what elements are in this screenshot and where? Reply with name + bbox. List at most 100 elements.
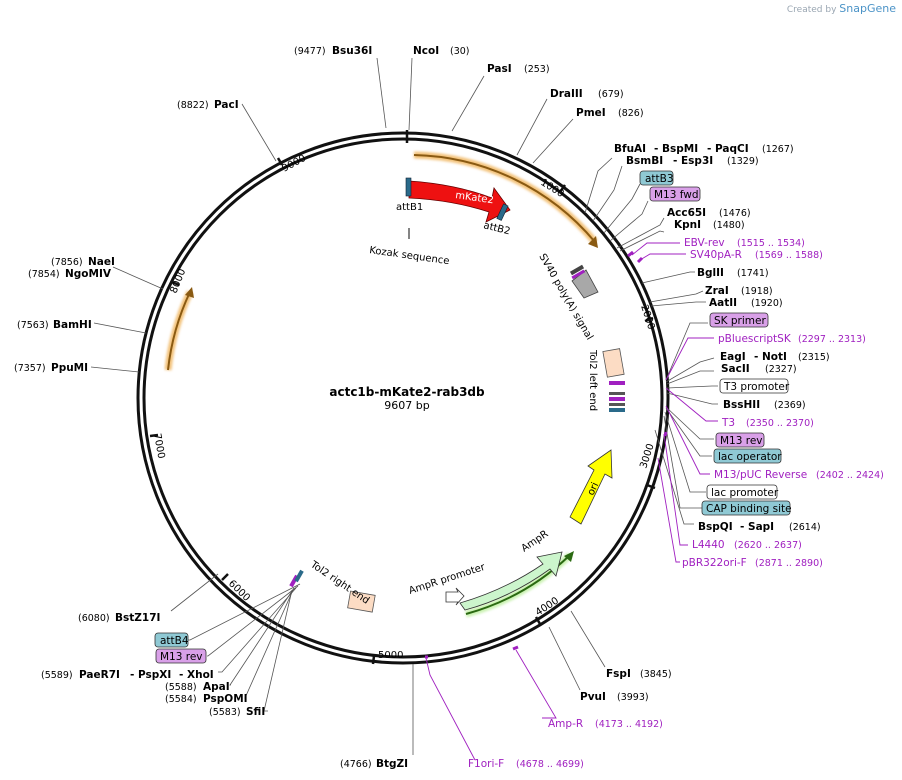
site-coord: (7854) — [28, 269, 60, 280]
site-coord: (5588) — [165, 682, 197, 693]
site-name: SacII — [721, 363, 750, 375]
tick-label: 7000 — [151, 433, 166, 460]
tol2-left-feature: Tol2 left end — [587, 348, 625, 412]
site-name: - NotI — [754, 351, 787, 363]
boxed-label: SK primer — [714, 315, 766, 327]
primer-coord: (4678 .. 4699) — [516, 759, 584, 770]
primer-name: F1ori-F — [468, 758, 504, 770]
site-name: PmeI — [576, 107, 606, 119]
site-name: PasI — [487, 63, 512, 75]
site-name: - PspXI — [130, 669, 171, 681]
plasmid-name: actc1b-mKate2-rab3db — [329, 385, 485, 399]
primer-name: EBV-rev — [684, 237, 725, 249]
boxed-label: CAP binding site — [706, 503, 792, 515]
site-name: BssHII — [723, 399, 760, 411]
site-name: PvuI — [580, 691, 606, 703]
credit-prefix: Created by — [786, 5, 837, 15]
site-name: BsmBI — [626, 155, 663, 167]
site-name: - Esp3I — [673, 155, 713, 167]
boxed-label: lac promoter — [711, 487, 779, 499]
site-name: BspQI — [698, 521, 733, 533]
orf-arc-left — [164, 287, 194, 371]
tol2-right-label: Tol2 right end — [307, 559, 371, 607]
site-name: BamHI — [53, 319, 92, 331]
site-coord: (2315) — [798, 352, 830, 363]
primer-name: SV40pA-R — [690, 249, 742, 261]
site-name: NaeI — [88, 256, 115, 268]
primer-name: pBR322ori-F — [682, 557, 747, 569]
ampr-promoter-label: AmpR promoter — [408, 562, 488, 597]
ampr-feature: AmpR AmpR promoter — [408, 529, 563, 611]
site-name: NgoMIV — [65, 268, 112, 280]
site-name: AatII — [709, 297, 737, 309]
snapgene-logo: SnapGene — [839, 2, 896, 15]
attb2-label: attB2 — [482, 220, 511, 237]
site-coord: (5589) — [41, 670, 73, 681]
site-coord: (7856) — [51, 257, 83, 268]
site-coord: (7357) — [14, 363, 46, 374]
site-name: PaeR7I — [79, 669, 120, 681]
primer-coord: (1569 .. 1588) — [755, 250, 823, 261]
primer-name: Amp-R — [548, 718, 583, 730]
primer-name: pBluescriptSK — [718, 333, 792, 345]
site-coord: (679) — [598, 89, 624, 100]
site-name: DraIII — [550, 88, 583, 100]
site-coord: (1267) — [762, 144, 794, 155]
site-coord: (826) — [618, 108, 644, 119]
boxed-labels: attB3 M13 fwd SK primer T3 promoter M13 … — [154, 170, 792, 664]
boxed-label: attB3 — [645, 173, 674, 185]
snapgene-credit: Created by SnapGene — [787, 2, 896, 15]
site-name: NcoI — [413, 45, 439, 57]
attb1-label: attB1 — [396, 202, 423, 213]
site-name: ZraI — [705, 285, 729, 297]
site-name: Bsu36I — [332, 45, 372, 57]
primer-coord: (1515 .. 1534) — [737, 238, 805, 249]
boxed-label: T3 promoter — [723, 381, 790, 393]
primer-name: M13/pUC Reverse — [714, 469, 807, 481]
site-labels: (9477) Bsu36I NcoI (30) PasI (253) DraII… — [14, 45, 830, 770]
primer-lines — [425, 242, 718, 761]
primer-name: T3 — [721, 417, 735, 429]
ori-feature: ori — [569, 449, 613, 525]
site-name: Acc65I — [667, 207, 706, 219]
site-coord: (1480) — [713, 220, 745, 231]
boxed-label: lac operator — [718, 451, 782, 463]
ori-label: ori — [586, 481, 601, 497]
primer-coord: (4173 .. 4192) — [595, 719, 663, 730]
site-name: - PaqCI — [707, 143, 749, 155]
site-name: BfuAI — [614, 143, 646, 155]
primer-marks — [425, 250, 668, 659]
site-name: SfiI — [246, 706, 265, 718]
mkate2-feature: mKate2 attB1 attB2 Kozak sequence — [369, 177, 511, 267]
plasmid-length: 9607 bp — [384, 399, 429, 412]
site-name: - XhoI — [179, 669, 214, 681]
mkate2-label: mKate2 — [455, 190, 495, 206]
site-name: KpnI — [674, 219, 701, 231]
tick-label: 5000 — [378, 650, 403, 661]
boxed-label: M13 rev — [160, 651, 203, 663]
primer-coord: (2350 .. 2370) — [746, 418, 814, 429]
boxed-label: M13 rev — [720, 435, 763, 447]
leader-lines — [90, 57, 718, 755]
kozak-label: Kozak sequence — [369, 245, 450, 267]
site-coord: (9477) — [294, 46, 326, 57]
site-name: PacI — [214, 99, 239, 111]
site-coord: (2614) — [789, 522, 821, 533]
site-coord: (2369) — [774, 400, 806, 411]
site-name: PpuMI — [51, 362, 88, 374]
site-coord: (3993) — [617, 692, 649, 703]
site-coord: (2327) — [765, 364, 797, 375]
primer-coord: (2871 .. 2890) — [755, 558, 823, 569]
site-name: FspI — [606, 668, 631, 680]
primer-coord: (2402 .. 2424) — [816, 470, 884, 481]
site-name: EagI — [720, 351, 746, 363]
site-coord: (1918) — [741, 286, 773, 297]
site-coord: (253) — [524, 64, 550, 75]
site-name: - BspMI — [654, 143, 698, 155]
boxed-label: attB4 — [160, 635, 189, 647]
site-coord: (4766) — [340, 759, 372, 770]
primer-coord: (2620 .. 2637) — [734, 540, 802, 551]
site-name: - SapI — [740, 521, 774, 533]
site-coord: (8822) — [177, 100, 209, 111]
